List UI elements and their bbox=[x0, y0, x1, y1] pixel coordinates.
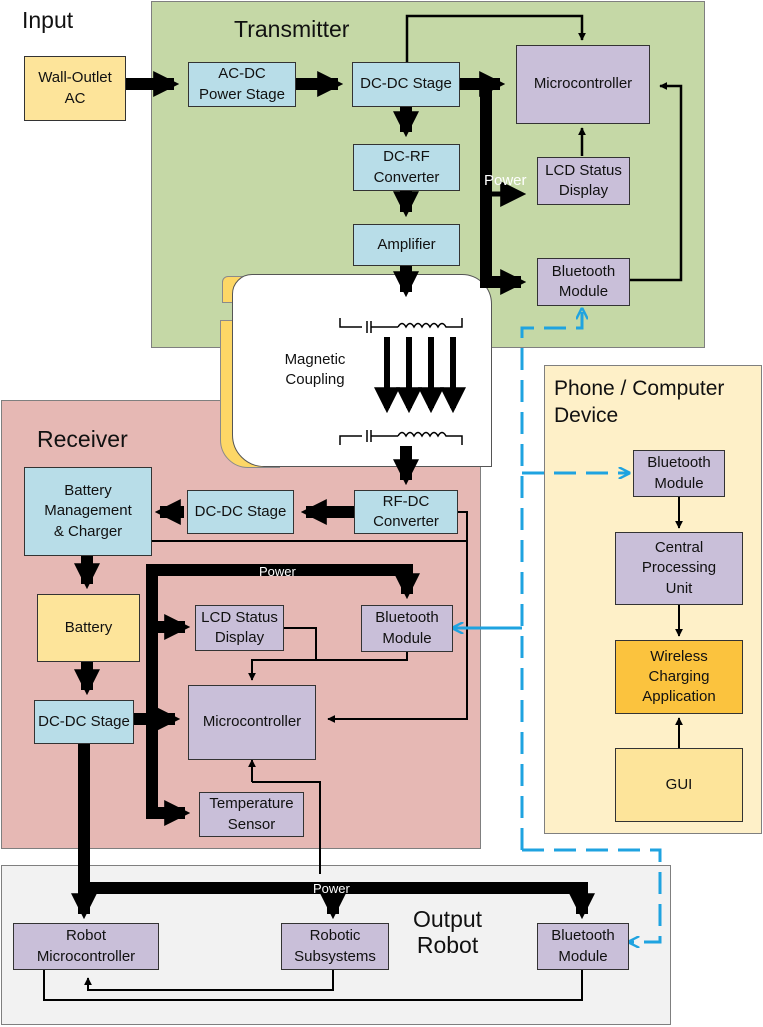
wireless-charging-application-block: Wireless Charging Application bbox=[615, 640, 743, 714]
output-power-label: Power bbox=[313, 881, 350, 896]
transmitter-title: Transmitter bbox=[234, 16, 350, 42]
magnetic-coupling-box bbox=[232, 274, 492, 467]
phone-bluetooth-module-block: Bluetooth Module bbox=[633, 450, 725, 497]
coupling-field-arrows bbox=[374, 337, 466, 414]
output-bluetooth-module-block: Bluetooth Module bbox=[537, 923, 629, 970]
battery-management-charger-block: Battery Management & Charger bbox=[24, 467, 152, 556]
amplifier-block: Amplifier bbox=[353, 224, 460, 266]
input-title: Input bbox=[22, 7, 74, 33]
receiver-lcd-status-display-block: LCD Status Display bbox=[195, 605, 284, 651]
transmitter-signal-paths bbox=[405, 14, 683, 282]
receiver-power-label: Power bbox=[259, 564, 296, 579]
coupling-coils bbox=[339, 318, 463, 445]
robotic-subsystems-block: Robotic Subsystems bbox=[281, 923, 389, 970]
bluetooth-links bbox=[520, 310, 662, 942]
transmitter-dc-dc-stage-block: DC-DC Stage bbox=[352, 62, 460, 107]
receiver-power-paths bbox=[71, 499, 595, 920]
dc-rf-converter-block: DC-RF Converter bbox=[353, 144, 460, 191]
temperature-sensor-block: Temperature Sensor bbox=[199, 792, 304, 837]
transmitter-power-paths bbox=[125, 71, 527, 298]
rf-dc-converter-block: RF-DC Converter bbox=[354, 490, 458, 534]
ac-dc-power-stage-block: AC-DC Power Stage bbox=[188, 62, 296, 107]
receiver-signal-paths bbox=[152, 511, 468, 782]
transmitter-microcontroller-block: Microcontroller bbox=[516, 45, 650, 124]
transmitter-bluetooth-module-block: Bluetooth Module bbox=[537, 258, 630, 306]
receiver-bluetooth-module-block: Bluetooth Module bbox=[361, 605, 453, 652]
gui-block: GUI bbox=[615, 748, 743, 822]
receiver-title: Receiver bbox=[37, 426, 128, 452]
robot-signal-paths bbox=[43, 781, 583, 1001]
transmitter-lcd-status-display-block: LCD Status Display bbox=[537, 157, 630, 205]
wall-outlet-block: Wall-Outlet AC bbox=[24, 56, 126, 121]
receiver-dc-dc-stage-top-block: DC-DC Stage bbox=[187, 490, 294, 534]
battery-block: Battery bbox=[37, 594, 140, 662]
phone-title: Phone / Computer Device bbox=[554, 377, 725, 428]
receiver-microcontroller-block: Microcontroller bbox=[188, 685, 316, 760]
output-title: Output Robot bbox=[413, 906, 483, 959]
transmitter-power-label: Power bbox=[484, 172, 527, 189]
magnetic-coupling-label: Magnetic Coupling bbox=[284, 351, 346, 389]
robot-microcontroller-block: Robot Microcontroller bbox=[13, 923, 159, 970]
receiver-dc-dc-stage-bottom-block: DC-DC Stage bbox=[34, 700, 134, 744]
central-processing-unit-block: Central Processing Unit bbox=[615, 532, 743, 605]
